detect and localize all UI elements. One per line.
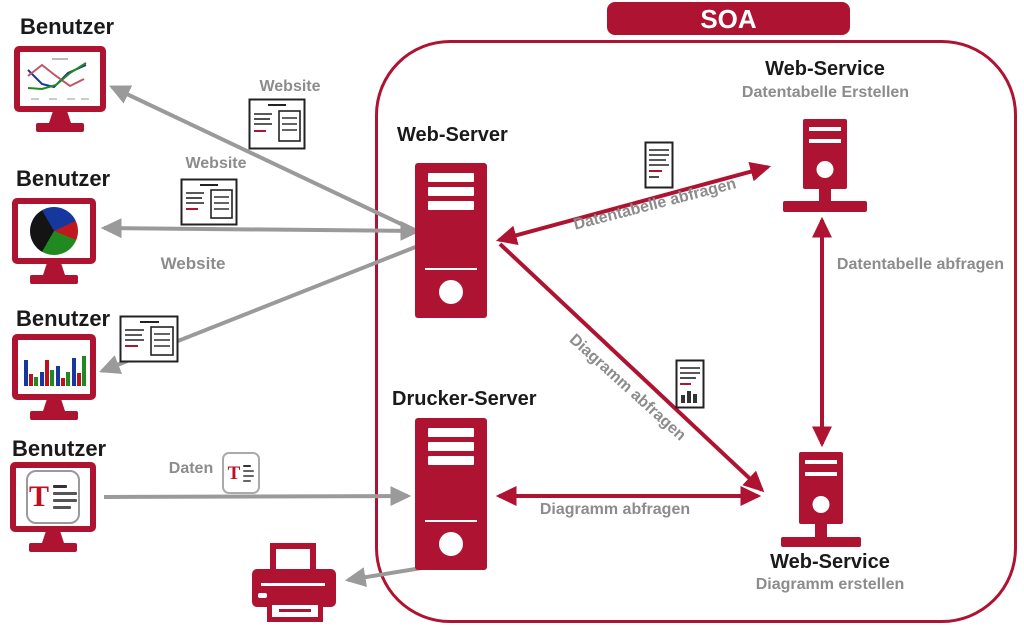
line-chart-screen	[27, 58, 89, 100]
web-server-icon	[415, 163, 487, 318]
edge-label-datentabelle-abfragen-vertical: Datentabelle abfragen	[836, 256, 1005, 273]
web-service-bottom-label: Web-Service	[770, 551, 890, 573]
user1-label: Benutzer	[20, 14, 115, 39]
arrow-user4-to-druckerserver	[103, 486, 412, 507]
web-service-bottom-icon	[799, 452, 843, 524]
web-service-top-icon	[803, 119, 847, 189]
arrow-webserver-to-service-top	[495, 161, 772, 246]
arrow-webserver-to-service-bottom	[498, 242, 765, 493]
daten-document-icon: T	[222, 452, 260, 494]
web-service-top-sublabel: Datentabelle Erstellen	[741, 84, 910, 101]
webpage-document-icon	[180, 178, 238, 226]
arrow-webserver-to-user2	[100, 218, 422, 241]
monitor-stand	[42, 531, 64, 543]
text-document-screen: T	[26, 470, 80, 524]
soa-boundary-box	[375, 40, 1017, 623]
letter-t-icon: T	[28, 480, 49, 513]
edge-label-daten: Daten	[168, 460, 214, 477]
user2-label: Benutzer	[16, 166, 111, 191]
edge-label-website-3: Website	[160, 254, 226, 273]
user2-monitor-icon	[12, 198, 96, 284]
user1-monitor-icon	[14, 46, 106, 132]
drucker-server-icon	[415, 418, 487, 570]
bar-chart-screen	[24, 356, 86, 386]
web-server-label: Web-Server	[397, 124, 508, 146]
webpage-document-icon	[248, 98, 306, 150]
arrow-webserver-to-user1	[109, 85, 421, 235]
user3-label: Benutzer	[16, 306, 111, 331]
webpage-document-icon	[119, 315, 179, 363]
monitor-base	[29, 543, 77, 552]
datatable-document-icon	[644, 141, 674, 189]
monitor-stand	[49, 111, 71, 123]
monitor-stand	[43, 399, 65, 411]
monitor-stand	[43, 263, 65, 275]
edge-label-website-1: Website	[259, 78, 321, 95]
user4-monitor-icon: T	[10, 462, 96, 552]
web-service-top-label: Web-Service	[765, 58, 885, 80]
monitor-base	[30, 275, 78, 284]
edge-label-website-2: Website	[185, 155, 247, 172]
pie-chart-screen	[30, 207, 78, 255]
user4-label: Benutzer	[12, 436, 107, 461]
monitor-base	[30, 411, 78, 420]
monitor-base	[36, 123, 84, 132]
printer-icon	[252, 543, 338, 623]
soa-title-badge: SOA	[607, 2, 850, 35]
edge-label-diagramm-abfragen-horizontal: Diagramm abfragen	[539, 501, 691, 518]
drucker-server-label: Drucker-Server	[392, 388, 537, 410]
web-service-bottom-sublabel: Diagramm erstellen	[755, 576, 905, 593]
user3-monitor-icon	[12, 334, 96, 420]
diagram-document-icon	[675, 359, 705, 409]
